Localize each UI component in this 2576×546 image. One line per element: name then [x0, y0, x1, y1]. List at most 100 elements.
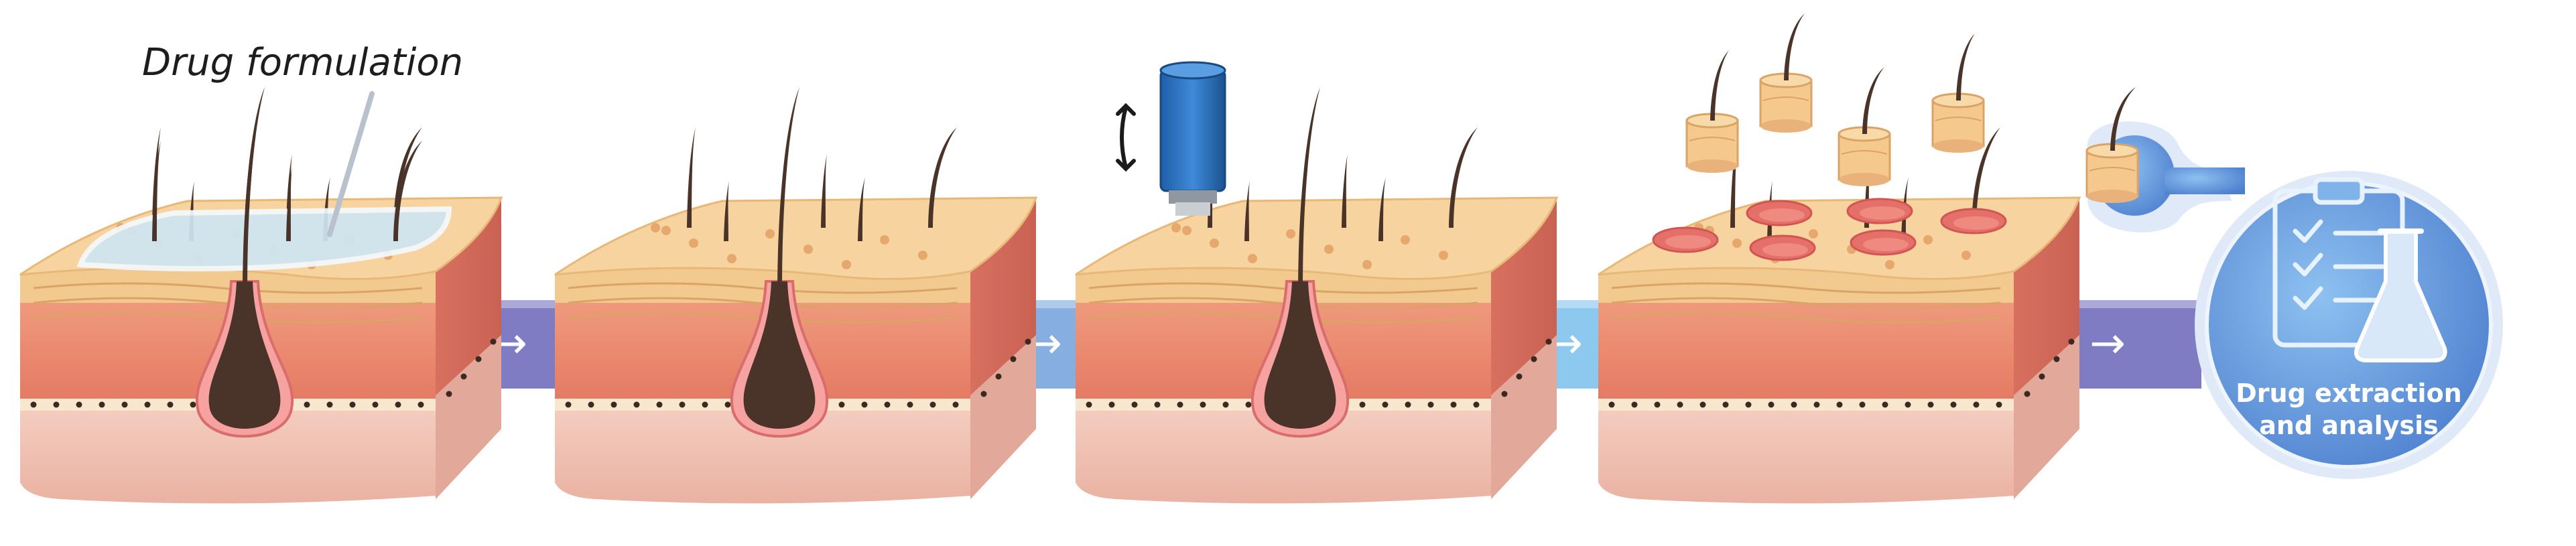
boundary-dot	[1608, 401, 1615, 408]
boundary-dot	[980, 391, 987, 397]
boundary-dot	[588, 401, 594, 408]
boundary-dot	[679, 401, 686, 408]
connector-highlight	[2041, 300, 2201, 308]
boundary-dot	[1108, 401, 1115, 408]
boundary-dot	[1531, 356, 1537, 362]
main-hair-shaft	[1298, 87, 1320, 288]
analysis-label-line1: Drug extraction	[2236, 379, 2461, 408]
boundary-dot	[995, 373, 1002, 380]
hair-strand	[1342, 154, 1348, 228]
hair-strand	[1244, 181, 1250, 241]
arrow-stem	[1120, 105, 1128, 169]
hair-strand	[1449, 127, 1478, 228]
boundary-dot	[1722, 401, 1729, 408]
pore-dot	[918, 251, 927, 260]
skin-block-application	[19, 87, 503, 504]
core-bottom	[1839, 173, 1890, 186]
pore-dot	[1362, 260, 1372, 269]
boundary-dot	[1473, 401, 1480, 408]
boundary-dot	[417, 401, 424, 408]
boundary-dot	[1382, 401, 1389, 408]
skin-block-biopsy-removed	[1598, 127, 2081, 504]
boundary-dot	[1836, 401, 1843, 408]
pore-dot	[727, 254, 736, 263]
boundary-dot	[99, 401, 105, 408]
biopsy-hole-inner	[1953, 216, 1999, 230]
hair-strand	[152, 141, 161, 241]
skin-surface	[1075, 196, 1559, 280]
core-line	[1689, 137, 1736, 141]
biopsy-hole-inner	[1759, 208, 1805, 222]
boundary-dot	[884, 401, 891, 408]
pore-dot	[1182, 226, 1192, 235]
skin-blocks	[19, 61, 2081, 504]
boundary-dot	[1882, 401, 1888, 408]
pore-dot	[880, 235, 889, 245]
side-subcutis	[1491, 335, 1557, 499]
pore-dot	[842, 260, 851, 269]
hair-strand	[1378, 178, 1386, 241]
stratum-line	[1088, 297, 1478, 309]
boundary-dot	[1516, 373, 1523, 380]
stratum-line	[33, 312, 423, 324]
subcutis-layer	[1598, 402, 2014, 504]
boundary-dot	[167, 401, 174, 408]
biopsy-core	[1685, 50, 1739, 173]
pore-dot	[1923, 235, 1933, 245]
stratum-line	[1611, 312, 2001, 324]
vertical-arrow-icon	[1116, 103, 1136, 172]
boundary-dot	[76, 401, 82, 408]
biopsy-core	[1931, 33, 1985, 153]
connector-arrow-icon: →	[2089, 319, 2126, 368]
stratum-line	[1088, 282, 1478, 294]
hair-bulb	[208, 281, 281, 429]
pore-dot	[651, 223, 660, 232]
subcutis-layer	[1076, 402, 1491, 504]
floating-biopsy-cores	[1685, 13, 1985, 186]
epidermis-layer	[1076, 268, 1491, 303]
boundary-dot	[1677, 401, 1683, 408]
stratum-line	[33, 282, 423, 294]
boundary-dot	[1245, 401, 1252, 408]
pore-dot	[1439, 251, 1448, 260]
pore-dot	[1210, 238, 1219, 248]
core-line	[1935, 117, 1982, 121]
boundary-dot	[1200, 401, 1206, 408]
boundary-dot	[372, 401, 379, 408]
skin-block-incubation	[554, 87, 1038, 504]
boundary-dot	[30, 401, 37, 408]
boundary-dot	[1359, 401, 1366, 408]
core-hair	[2110, 87, 2136, 151]
hair-strand	[858, 178, 865, 241]
boundary-dot	[144, 401, 151, 408]
biopsy-hole-inner	[1860, 206, 1905, 220]
boundary-dot	[702, 401, 708, 408]
boundary-dot	[907, 401, 913, 408]
boundary-dot	[1950, 401, 1957, 408]
boundary-dot	[121, 401, 128, 408]
biopsy-hole-inner	[1665, 235, 1711, 249]
dermis-layer	[1598, 301, 2014, 401]
pore-dot	[1809, 229, 1818, 238]
boundary-dot	[929, 401, 936, 408]
drug-formulation-layer	[76, 206, 452, 272]
dotted-boundary	[1598, 399, 2014, 411]
side-subcutis	[970, 335, 1036, 499]
boundary-dot	[2053, 356, 2060, 362]
boundary-dot	[1222, 401, 1229, 408]
hair-strand	[286, 167, 292, 241]
side-subcutis	[436, 335, 501, 499]
boundary-dot	[1905, 401, 1911, 408]
epidermis-layer	[20, 268, 436, 303]
boundary-dot	[1010, 356, 1017, 362]
subcutis-layer	[20, 402, 436, 504]
main-hair-shaft	[777, 87, 799, 288]
core-hair	[1784, 13, 1805, 80]
boundary-dot	[1501, 391, 1508, 397]
boundary-dot	[861, 401, 868, 408]
core-line	[2089, 167, 2136, 172]
boundary-dot	[1927, 401, 1934, 408]
hair-strand	[1730, 127, 1739, 228]
stratum-line	[568, 312, 958, 324]
biopsy-core	[1838, 67, 1891, 186]
